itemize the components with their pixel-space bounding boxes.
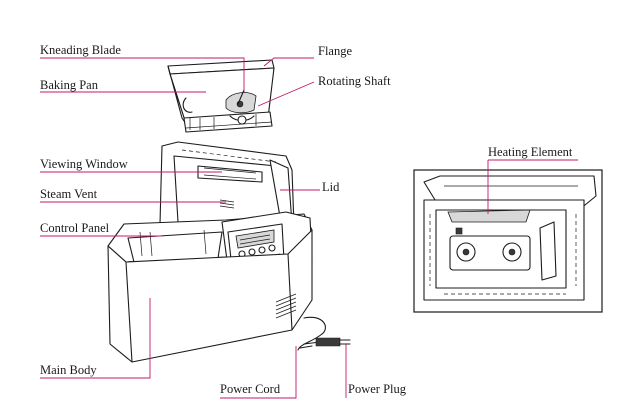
label-power-plug: Power Plug bbox=[348, 382, 406, 396]
leader-lines bbox=[40, 57, 578, 399]
label-viewing-window: Viewing Window bbox=[40, 157, 128, 171]
label-kneading-blade: Kneading Blade bbox=[40, 43, 121, 57]
machine-drawing bbox=[107, 141, 351, 363]
baking-pan-drawing bbox=[167, 59, 275, 133]
label-rotating-shaft: Rotating Shaft bbox=[318, 74, 391, 88]
label-flange: Flange bbox=[318, 44, 353, 58]
label-control-panel: Control Panel bbox=[40, 221, 110, 235]
label-lid: Lid bbox=[322, 180, 340, 194]
label-main-body: Main Body bbox=[40, 363, 97, 377]
label-baking-pan: Baking Pan bbox=[40, 78, 98, 92]
label-heating-element: Heating Element bbox=[488, 145, 573, 159]
heating-element-inset bbox=[413, 169, 603, 313]
label-power-cord: Power Cord bbox=[220, 382, 281, 396]
label-steam-vent: Steam Vent bbox=[40, 187, 98, 201]
